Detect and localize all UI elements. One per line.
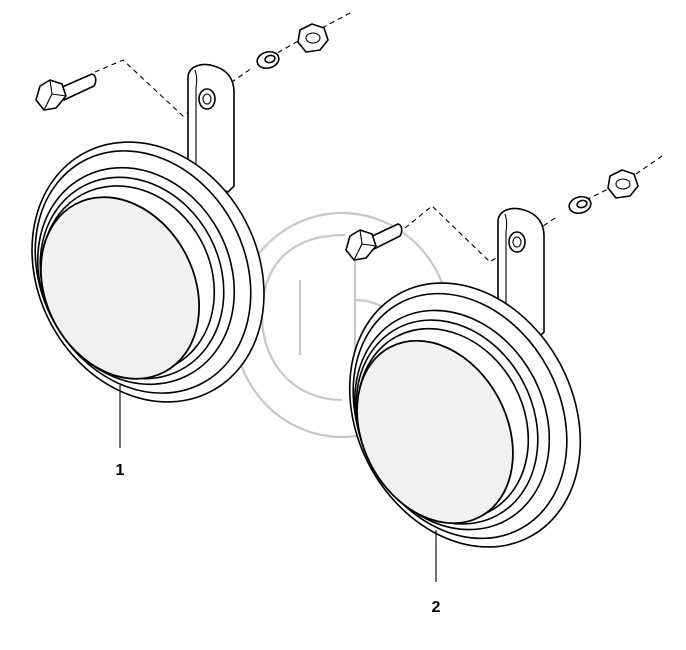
bolt-2 <box>345 223 403 261</box>
horn-lens-2 <box>356 339 514 525</box>
horn-assembly-1: 1 <box>31 11 353 479</box>
hex-nut-1 <box>297 23 329 53</box>
callout-label-1: 1 <box>116 462 125 479</box>
bolt-1 <box>35 73 97 111</box>
lock-washer-2 <box>568 195 592 215</box>
callout-label-2: 2 <box>432 599 441 616</box>
horn-body-2 <box>348 282 582 548</box>
lock-washer-1 <box>256 50 280 70</box>
hex-nut-2 <box>607 169 639 199</box>
horn-assembly-2: 2 <box>345 155 663 616</box>
horn-lens-1 <box>39 196 201 380</box>
horn-body-1 <box>31 141 265 403</box>
